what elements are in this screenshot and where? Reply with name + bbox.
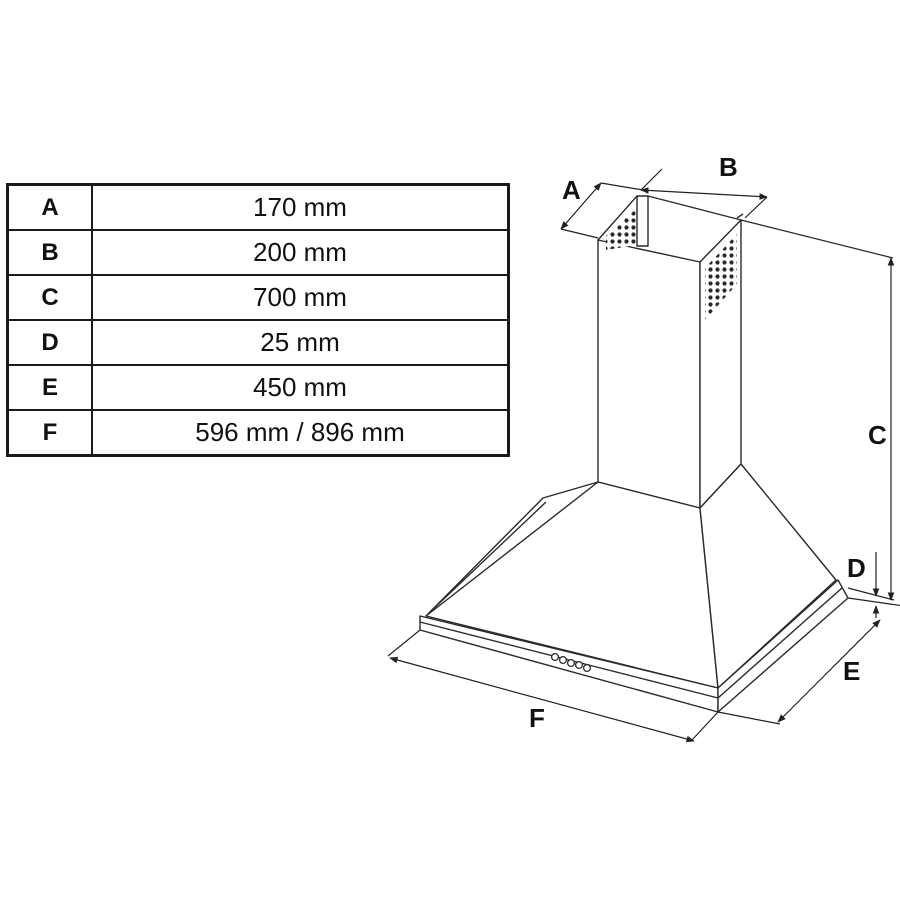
label-d: D <box>847 553 866 583</box>
dimension-line-b <box>640 187 768 200</box>
dimension-value: 200 mm <box>91 229 510 276</box>
control-button <box>582 663 592 673</box>
dimensions-table: A 170 mm B 200 mm C 700 mm D 25 mm E 450… <box>6 183 510 457</box>
dimension-value: 170 mm <box>91 183 510 231</box>
dimension-key: C <box>6 274 93 321</box>
label-c: C <box>868 420 887 450</box>
chimney-front-face <box>597 239 701 509</box>
control-button <box>566 658 576 668</box>
dimension-key: E <box>6 364 93 411</box>
dimension-key: D <box>6 319 93 366</box>
control-button <box>574 660 584 670</box>
dimension-value: 596 mm / 896 mm <box>91 409 510 457</box>
drawing-labels: A B C D E F <box>529 152 887 733</box>
dimension-key: B <box>6 229 93 276</box>
dimension-value: 450 mm <box>91 364 510 411</box>
canopy-side-face <box>699 463 837 689</box>
vent-perforation-side <box>705 234 737 320</box>
dimension-value: 25 mm <box>91 319 510 366</box>
dimension-value: 700 mm <box>91 274 510 321</box>
table-row: B 200 mm <box>6 229 510 276</box>
label-f: F <box>529 703 545 733</box>
table-row: A 170 mm <box>6 183 510 231</box>
table-row: D 25 mm <box>6 319 510 366</box>
control-button <box>550 652 560 662</box>
control-button <box>558 655 568 665</box>
table-row: E 450 mm <box>6 364 510 411</box>
chimney-back-edge <box>636 195 649 247</box>
dimension-line-e <box>777 619 881 723</box>
label-e: E <box>843 656 860 686</box>
label-a: A <box>562 175 581 205</box>
dimension-key: A <box>6 183 93 231</box>
dimension-lines <box>387 168 900 743</box>
table-row: F 596 mm / 896 mm <box>6 409 510 457</box>
dimension-line-a <box>560 182 602 230</box>
dimension-key: F <box>6 409 93 457</box>
dimension-line-f <box>389 656 695 743</box>
label-b: B <box>719 152 738 182</box>
vent-perforation-back <box>606 209 636 250</box>
table-row: C 700 mm <box>6 274 510 321</box>
canopy-back-rim <box>425 481 599 617</box>
